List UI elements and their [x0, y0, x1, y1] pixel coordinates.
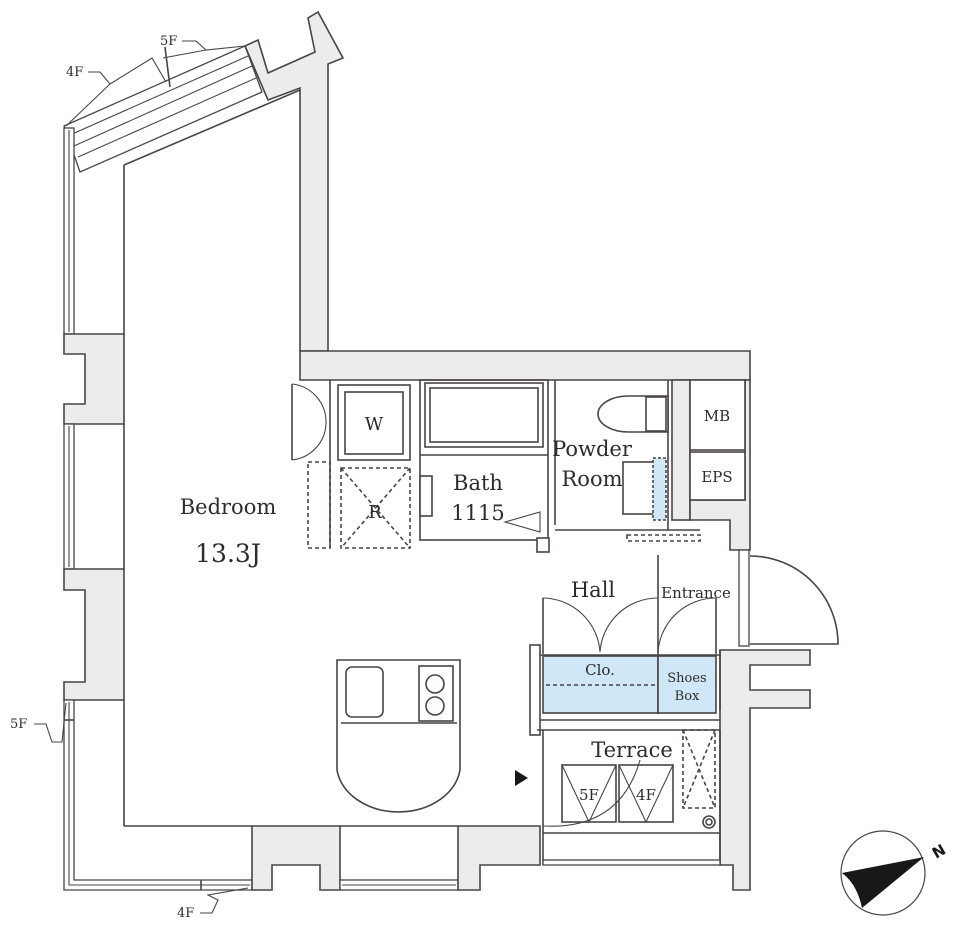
right-wall	[671, 379, 811, 891]
refrigerator-label: R	[368, 502, 382, 523]
powder-room: Powder Room	[552, 380, 701, 542]
left-wall	[63, 127, 253, 891]
marker-5f-left: 5F	[10, 717, 27, 732]
entrance-door-swing	[749, 555, 839, 645]
entrance-label: Entrance	[661, 584, 731, 602]
powder-room-label-line2: Room	[561, 467, 622, 491]
terrace-5f-label: 5F	[579, 786, 599, 804]
bottom-wall	[251, 825, 541, 891]
bath-room: Bath 1115	[419, 379, 550, 553]
washer-label: W	[365, 414, 384, 435]
upper-wall	[299, 350, 751, 381]
hall-doors: Hall Entrance	[542, 555, 731, 714]
kitchen-counter	[336, 659, 461, 813]
north-label: N	[929, 841, 949, 863]
utility-closets: MB EPS	[689, 379, 746, 501]
shoes-box-label-line1: Shoes	[667, 671, 706, 686]
terrace-label: Terrace	[591, 738, 673, 762]
terrace-4f-label: 4F	[636, 786, 656, 804]
bath-size: 1115	[451, 501, 504, 525]
floor-markers: 4F 5F 5F 4F	[10, 34, 249, 921]
meter-box-label: MB	[704, 407, 730, 425]
bedroom-label: Bedroom	[180, 495, 277, 519]
eps-label: EPS	[701, 468, 732, 486]
refrigerator-space: R	[307, 461, 411, 549]
shoes-box-label-line2: Box	[675, 689, 700, 704]
marker-4f-bottom: 4F	[177, 906, 194, 921]
washer-fixture: W	[337, 384, 411, 461]
entry-arrow-icon	[515, 770, 528, 786]
north-arrow-icon	[842, 857, 924, 908]
closet-label: Clo.	[585, 661, 615, 679]
storage: Clo. Shoes Box	[529, 644, 720, 736]
compass: N	[840, 830, 949, 916]
hall-label: Hall	[571, 578, 616, 602]
marker-4f-top: 4F	[66, 65, 83, 80]
bedroom-size: 13.3J	[195, 539, 261, 568]
powder-room-label-line1: Powder	[552, 437, 633, 461]
top-angled-wall	[63, 10, 345, 352]
marker-5f-top: 5F	[160, 34, 177, 49]
terrace: Terrace 5F 4F	[515, 729, 721, 866]
bedroom-closet-doors	[291, 380, 331, 548]
bath-label: Bath	[453, 471, 503, 495]
